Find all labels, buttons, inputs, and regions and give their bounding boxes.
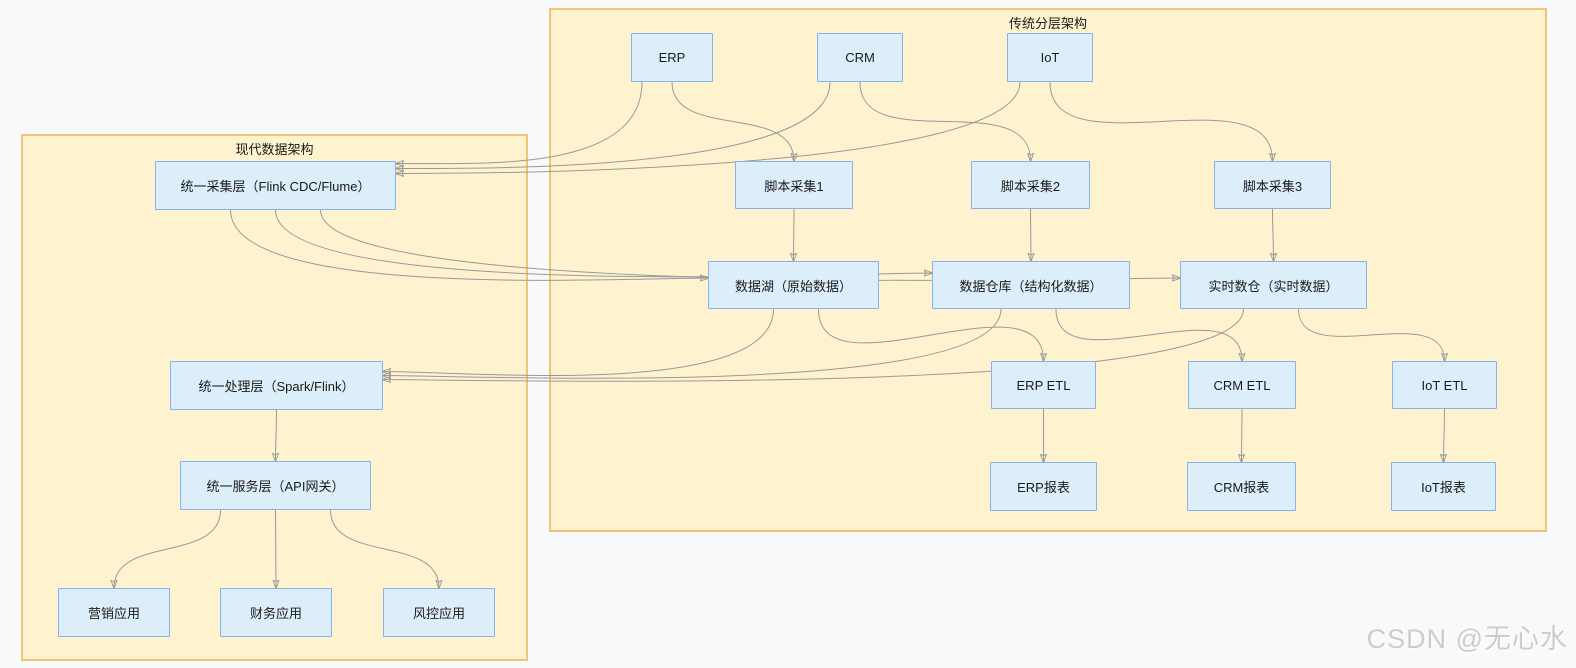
node-iot: IoT xyxy=(1007,33,1093,82)
edge-iot-js3 xyxy=(1049,81,1273,161)
node-label: 营销应用 xyxy=(87,606,140,621)
node-label: IoT ETL xyxy=(1421,377,1468,393)
edge-lake-uproc xyxy=(383,308,774,376)
edge-erp-ucol xyxy=(396,81,643,164)
node-erp: ERP xyxy=(631,33,713,82)
node-crm: CRM xyxy=(817,33,903,82)
node-label: 脚本采集1 xyxy=(764,178,824,194)
node-erprpt: ERP报表 xyxy=(990,462,1097,511)
watermark: CSDN @无心水 xyxy=(1366,624,1568,654)
node-uproc: 统一处理层（Spark/Flink） xyxy=(170,361,383,410)
node-label: 风控应用 xyxy=(412,606,465,621)
node-label: 统一处理层（Spark/Flink） xyxy=(198,379,355,394)
node-app2: 财务应用 xyxy=(220,588,332,637)
node-usvc: 统一服务层（API网关） xyxy=(180,461,371,510)
node-js2: 脚本采集2 xyxy=(971,161,1090,209)
node-lake: 数据湖（原始数据） xyxy=(708,261,879,309)
node-label: CRM报表 xyxy=(1213,480,1270,495)
node-label: 实时数仓（实时数据） xyxy=(1208,278,1339,294)
edge-js1-lake xyxy=(794,208,795,261)
edge-dw-uproc xyxy=(383,308,1002,378)
node-label: ERP ETL xyxy=(1016,377,1071,393)
edge-usvc-app3 xyxy=(330,509,440,588)
node-label: 数据仓库（结构化数据） xyxy=(959,278,1103,294)
node-app3: 风控应用 xyxy=(383,588,495,637)
edge-uproc-usvc xyxy=(276,409,277,461)
node-label: 财务应用 xyxy=(249,606,302,621)
node-dw: 数据仓库（结构化数据） xyxy=(932,261,1130,309)
node-rt: 实时数仓（实时数据） xyxy=(1180,261,1367,309)
node-label: 脚本采集3 xyxy=(1242,178,1303,194)
edge-iot-ucol xyxy=(396,81,1021,174)
container-title-traditional: 传统分层架构 xyxy=(1008,16,1087,31)
edge-usvc-app1 xyxy=(114,509,221,588)
edge-lake-erpetl xyxy=(818,308,1044,361)
node-crmetl: CRM ETL xyxy=(1188,361,1296,409)
node-iotetl: IoT ETL xyxy=(1392,361,1497,409)
node-label: 统一采集层（Flink CDC/Flume） xyxy=(180,179,371,194)
edge-crm-js2 xyxy=(859,81,1031,161)
edge-iotetl-iotrpt xyxy=(1444,408,1445,462)
node-label: ERP xyxy=(658,50,686,65)
edge-js3-rt xyxy=(1273,208,1274,261)
node-label: 脚本采集2 xyxy=(1000,178,1061,194)
node-label: CRM xyxy=(845,50,875,65)
edge-rt-uproc xyxy=(383,308,1244,381)
node-label: IoT xyxy=(1040,50,1060,65)
node-iotrpt: IoT报表 xyxy=(1391,462,1496,511)
node-label: 数据湖（原始数据） xyxy=(734,278,852,294)
node-label: 统一服务层（API网关） xyxy=(206,479,345,494)
node-label: IoT报表 xyxy=(1421,480,1466,495)
node-erpetl: ERP ETL xyxy=(991,361,1096,409)
edge-usvc-app2 xyxy=(276,509,277,588)
container-title-modern: 现代数据架构 xyxy=(235,142,314,157)
edge-crm-ucol xyxy=(396,81,831,169)
node-crmrpt: CRM报表 xyxy=(1187,462,1296,511)
node-label: ERP报表 xyxy=(1017,480,1070,495)
node-js1: 脚本采集1 xyxy=(735,161,853,209)
edge-dw-crmetl xyxy=(1055,308,1242,361)
node-ucol: 统一采集层（Flink CDC/Flume） xyxy=(155,161,396,210)
node-label: CRM ETL xyxy=(1213,377,1271,393)
node-js3: 脚本采集3 xyxy=(1214,161,1331,209)
node-app1: 营销应用 xyxy=(58,588,170,637)
edge-erp-js1 xyxy=(671,81,794,161)
edge-crmetl-crmrpt xyxy=(1242,408,1243,462)
edge-ucol-lake xyxy=(230,209,709,280)
edge-rt-iotetl xyxy=(1298,308,1445,361)
edge-js2-dw xyxy=(1031,208,1032,261)
